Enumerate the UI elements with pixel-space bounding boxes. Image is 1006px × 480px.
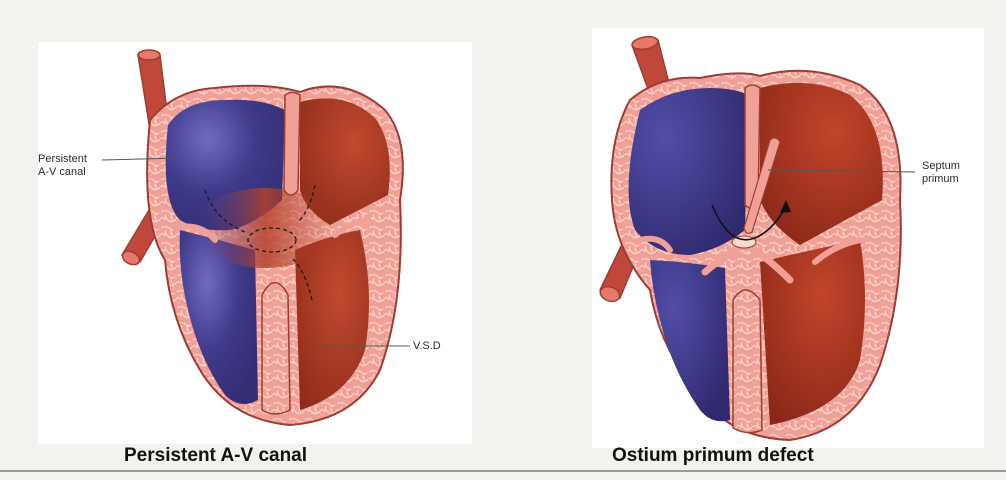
bottom-divider bbox=[0, 470, 1006, 472]
right-right-ventricle bbox=[650, 260, 730, 421]
right-interventricular-septum bbox=[733, 290, 762, 433]
right-right-atrium bbox=[629, 88, 748, 255]
label-septum-primum-line1: Septum bbox=[922, 160, 960, 173]
label-septum-primum-line2: primum bbox=[922, 173, 960, 186]
caption-ostium-primum-defect: Ostium primum defect bbox=[612, 445, 814, 467]
label-septum-primum: Septum primum bbox=[922, 160, 960, 186]
